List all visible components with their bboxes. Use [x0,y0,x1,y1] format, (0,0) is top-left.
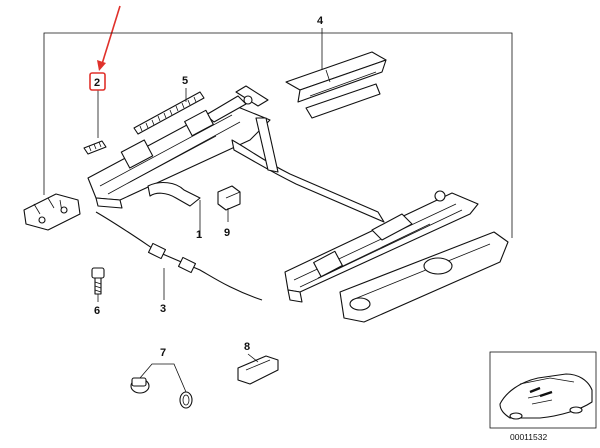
screw [91,267,105,295]
reference-number: 00011532 [510,432,547,442]
callout-2-highlight: 2 [89,72,106,91]
highlight-arrow [97,5,121,71]
callout-labels: 1 2 3 4 5 6 7 8 9 [89,15,324,359]
cable [95,211,263,301]
slide-track [285,51,387,119]
vehicle-location-thumbnail [489,351,597,429]
callout-9: 9 [224,227,230,239]
seat-frame-assembly [87,85,479,303]
callout-2[interactable]: 2 [94,77,100,89]
callout-6: 6 [94,305,100,317]
callout-3: 3 [160,303,166,315]
plug-and-oring [130,377,193,409]
clip-part [83,140,107,155]
callout-8: 8 [244,341,250,353]
spring [133,91,205,135]
callout-1: 1 [196,229,202,241]
callout-4: 4 [317,15,324,27]
bracket-part [237,355,279,385]
fastener-nut [217,185,241,211]
leader-lines [97,28,323,393]
assembly-bracket [43,32,513,238]
right-rail-cover [339,231,509,323]
callout-5: 5 [182,75,188,87]
left-rail-cover [23,193,81,231]
callout-7: 7 [160,347,166,359]
